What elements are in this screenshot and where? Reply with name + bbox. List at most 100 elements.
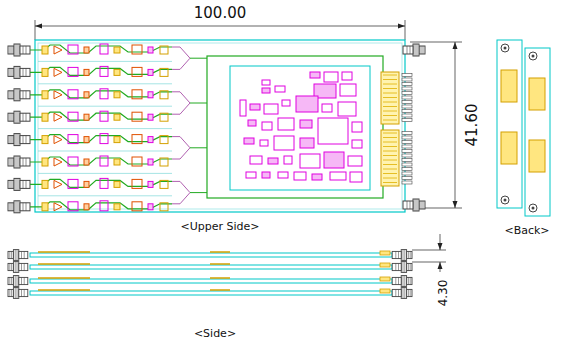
connector-tip	[407, 263, 412, 270]
header-pin	[383, 137, 397, 138]
combiner-trace	[190, 147, 207, 148]
rf-trace	[30, 202, 172, 210]
header-pin	[383, 164, 397, 165]
connector-nut	[401, 288, 406, 299]
chip-part	[42, 203, 48, 211]
connector-tip	[8, 251, 13, 258]
connector-thread	[9, 251, 10, 258]
connector-nut	[13, 262, 18, 273]
sma-connector	[8, 66, 30, 78]
rf-trace	[30, 112, 172, 120]
connector-body	[403, 46, 413, 54]
ic-part	[100, 178, 108, 188]
connector-thread	[10, 68, 11, 76]
sma-connector	[8, 201, 30, 213]
rf-trace	[30, 179, 172, 187]
connector-thread	[10, 113, 11, 121]
amp-symbol	[54, 180, 62, 188]
connector-body	[392, 263, 401, 270]
ic-part	[100, 201, 108, 211]
connector-thread	[10, 136, 11, 144]
ic-part	[68, 135, 78, 144]
ic-part	[100, 66, 108, 76]
connector-thread	[415, 44, 416, 56]
connector-thread	[404, 250, 405, 261]
smd-component	[275, 86, 285, 92]
pin-tail	[402, 105, 412, 108]
connector-thread	[395, 277, 396, 284]
smd-component	[340, 84, 356, 96]
connector-nut	[13, 276, 18, 287]
connector-thread	[24, 277, 25, 284]
connector-thread	[410, 263, 411, 270]
smd-component	[262, 88, 270, 93]
sma-connector	[8, 134, 30, 146]
smd-component	[246, 172, 256, 178]
connector-thread	[12, 46, 13, 54]
smd-component	[282, 100, 290, 106]
connector-thread	[9, 277, 10, 284]
connector-nut	[14, 89, 20, 101]
connector-thread	[415, 199, 416, 211]
chip-part	[114, 159, 120, 165]
amp-symbol	[54, 158, 62, 166]
rf-channel	[30, 129, 172, 144]
connector-thread	[421, 46, 422, 54]
header-pin	[383, 115, 397, 116]
chip-part	[160, 158, 168, 166]
combiner-trace	[172, 103, 190, 114]
connector-thread	[9, 263, 10, 270]
extension-line	[412, 250, 446, 251]
rf-channel	[30, 106, 172, 121]
sma-pin	[532, 207, 535, 210]
board-side	[30, 253, 392, 257]
connector-thread	[404, 276, 405, 287]
combiner-trace	[172, 92, 190, 103]
chip-part	[42, 158, 48, 166]
combiner-trace	[172, 137, 190, 148]
sma-end-view	[529, 204, 537, 212]
chip-part	[160, 68, 168, 76]
connector-thread	[26, 180, 27, 188]
chip-part	[160, 113, 168, 121]
connector-thread	[23, 136, 24, 144]
connector-thread	[23, 68, 24, 76]
connector-thread	[16, 156, 17, 168]
sma-connector	[392, 276, 412, 287]
connector-thread	[26, 68, 27, 76]
amp-symbol	[54, 68, 62, 76]
pin-tail	[402, 136, 412, 139]
connector-thread	[26, 158, 27, 166]
connector-thread	[17, 276, 18, 287]
sma-connector	[403, 199, 425, 211]
connector-thread	[23, 203, 24, 211]
filter-part	[132, 179, 142, 188]
dimension-line	[455, 42, 456, 208]
header-pin	[383, 151, 397, 152]
rf-channel	[30, 84, 172, 99]
header-pin	[383, 75, 397, 76]
smd-component	[250, 156, 262, 164]
chip-part	[84, 204, 89, 210]
pin-tail	[402, 87, 412, 90]
sma-connector	[8, 89, 30, 101]
header-pin	[383, 88, 397, 89]
connector-thread	[18, 89, 19, 101]
connector-nut	[413, 44, 419, 56]
connector-thread	[17, 250, 18, 261]
connector-thread	[18, 66, 19, 78]
chip-part	[148, 114, 153, 120]
ic-part	[68, 90, 78, 99]
connector-thread	[12, 68, 13, 76]
combiner-trace	[190, 192, 207, 193]
smd-component	[262, 172, 270, 178]
ic-part	[68, 202, 78, 211]
connector-tip	[8, 180, 14, 188]
component-profile	[38, 251, 90, 253]
connector-thread	[16, 66, 17, 78]
connector-thread	[18, 156, 19, 168]
chip-part	[114, 181, 120, 187]
channel-divider	[38, 106, 172, 107]
connector-thread	[15, 250, 16, 261]
header-connector	[529, 78, 545, 110]
